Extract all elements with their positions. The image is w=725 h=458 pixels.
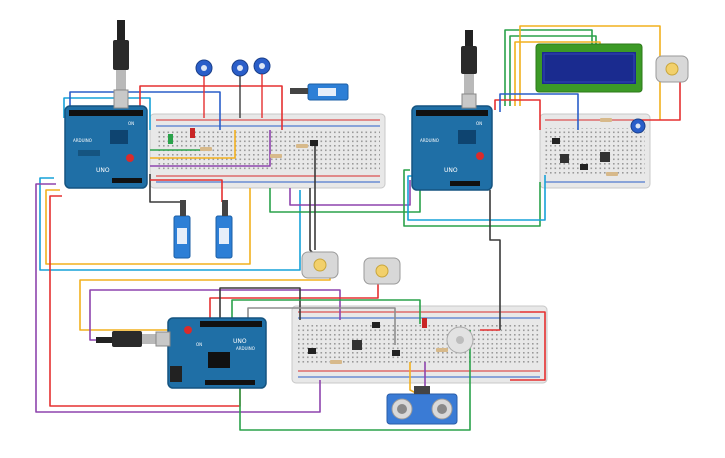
- board-1-on-label: ON: [128, 121, 134, 126]
- usb-cable-3: [96, 331, 171, 347]
- resistor-icon: [200, 147, 212, 151]
- led-bottom: [422, 318, 427, 328]
- board-3-name: ARDUINO: [236, 346, 255, 351]
- breadboard-top-left: [149, 113, 386, 189]
- dc-motor-bottom-2: [363, 257, 401, 285]
- resistor-icon: [296, 144, 308, 148]
- usb-cable-icon: [461, 46, 477, 74]
- board-2-name: ARDUINO: [420, 138, 439, 143]
- potentiometer-2[interactable]: [231, 59, 249, 118]
- pushbutton-bottom[interactable]: [352, 340, 362, 350]
- board-3-logo: UNO: [233, 338, 247, 345]
- led-icon: [190, 128, 195, 138]
- resistor-icon: [436, 348, 448, 352]
- breadboard-top-right: [539, 113, 651, 189]
- usb-cable-1: [113, 20, 129, 109]
- servo-left: [173, 200, 191, 259]
- resistor-icon: [600, 118, 612, 122]
- resistor-icon: [330, 360, 342, 364]
- usb-cable-icon: [112, 331, 142, 347]
- potentiometer-4[interactable]: [630, 118, 646, 134]
- arduino-board-3: UNO ARDUINO ON: [167, 317, 267, 389]
- servo-top: [290, 83, 349, 101]
- board-1-logo: UNO: [96, 167, 110, 174]
- resistor-icon: [270, 154, 282, 158]
- servo-right: [215, 200, 233, 259]
- resistors: [200, 118, 618, 364]
- usb-cable-icon: [113, 40, 129, 70]
- buzzer: [446, 326, 474, 354]
- led-top-left: [168, 128, 195, 144]
- dc-motor-bottom-1: [301, 251, 339, 279]
- resistor-icon: [606, 172, 618, 176]
- board-3-on-label: ON: [196, 342, 202, 347]
- potentiometer-3[interactable]: [253, 57, 271, 118]
- pushbuttons-top-right[interactable]: [560, 152, 610, 163]
- lcd-display-icon: [542, 52, 636, 84]
- board-1-name: ARDUINO: [73, 138, 92, 143]
- pushbutton-icon[interactable]: [600, 152, 610, 162]
- lcd-display: [535, 43, 643, 93]
- dc-motor-top-right: [655, 55, 689, 83]
- usb-cable-2: [461, 30, 477, 109]
- arduino-board-2: UNO ARDUINO ON: [411, 105, 493, 191]
- arduino-board-1: UNO ARDUINO ON: [64, 105, 148, 189]
- board-2-logo: UNO: [444, 167, 458, 174]
- board-2-on-label: ON: [476, 121, 482, 126]
- ultrasonic-sensor: [386, 386, 458, 425]
- transistors: [308, 138, 588, 356]
- potentiometer-1[interactable]: [195, 59, 213, 118]
- pushbutton-icon[interactable]: [352, 340, 362, 350]
- led-icon: [422, 318, 427, 328]
- pushbutton-icon[interactable]: [560, 154, 569, 163]
